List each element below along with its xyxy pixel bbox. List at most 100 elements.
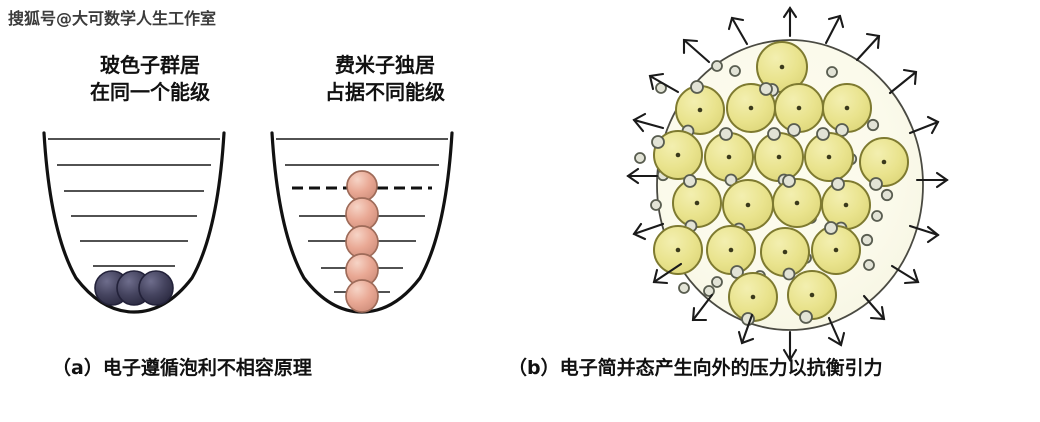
pressure-arrow-icon bbox=[632, 222, 665, 241]
fermion-particle bbox=[345, 279, 379, 313]
nucleus bbox=[728, 272, 778, 326]
free-electron bbox=[729, 65, 741, 77]
nucleus bbox=[653, 225, 703, 275]
pressure-arrow-icon bbox=[626, 167, 659, 185]
pressure-arrow-icon bbox=[727, 16, 749, 46]
pressure-arrow-icon bbox=[652, 262, 683, 285]
free-electron bbox=[650, 199, 662, 211]
nucleus-core-dot bbox=[881, 159, 887, 165]
free-electron bbox=[711, 60, 723, 72]
pressure-arrow-icon bbox=[890, 264, 920, 285]
pressure-arrow-icon bbox=[782, 6, 798, 38]
nucleus-core-dot bbox=[748, 105, 754, 111]
pressure-arrow-icon bbox=[827, 316, 846, 347]
free-electron bbox=[634, 152, 646, 164]
free-electron bbox=[703, 285, 715, 297]
nucleus bbox=[704, 127, 754, 187]
nuclei-group bbox=[651, 41, 909, 326]
free-electron bbox=[678, 282, 690, 294]
nucleus-core-dot bbox=[826, 154, 832, 160]
bound-electron-icon bbox=[831, 177, 845, 191]
pressure-arrow-icon bbox=[691, 293, 714, 322]
nucleus bbox=[811, 221, 861, 275]
nucleus bbox=[754, 127, 804, 187]
nucleus-core-dot bbox=[745, 202, 751, 208]
pressure-arrow-icon bbox=[682, 38, 711, 64]
bound-electron-icon bbox=[816, 127, 830, 141]
bound-electron-icon bbox=[719, 127, 733, 141]
fermion-title-line-1: 费米子独居 bbox=[335, 53, 435, 77]
nucleus-core-dot bbox=[675, 152, 681, 158]
caption-b: （b）电子简并态产生向外的压力以抗衡引力 bbox=[508, 357, 883, 379]
bound-electron-icon bbox=[690, 80, 704, 94]
nucleus-core-dot bbox=[728, 247, 734, 253]
nucleus-core-dot bbox=[844, 105, 850, 111]
nucleus bbox=[672, 174, 722, 233]
nucleus-core-dot bbox=[726, 154, 732, 160]
nucleus-core-dot bbox=[794, 200, 800, 206]
bound-electron-icon bbox=[651, 135, 665, 149]
boson-well-curve bbox=[42, 131, 226, 314]
pressure-arrows bbox=[626, 6, 949, 363]
fermion-particles bbox=[345, 170, 379, 313]
nucleus-core-dot bbox=[782, 249, 788, 255]
pressure-arrow-icon bbox=[632, 112, 665, 133]
nucleus bbox=[822, 83, 872, 137]
bound-electron-icon bbox=[787, 123, 801, 137]
pressure-arrow-icon bbox=[737, 313, 755, 345]
pressure-arrow-icon bbox=[782, 330, 798, 363]
free-electron bbox=[880, 188, 894, 202]
watermark-text: 搜狐号@大可数学人生工作室 bbox=[8, 9, 217, 28]
pressure-arrow-icon bbox=[824, 14, 845, 45]
degenerate-star-diagram bbox=[626, 6, 949, 363]
free-electron bbox=[711, 276, 723, 288]
boson-particle bbox=[138, 270, 174, 306]
nucleus-core-dot bbox=[694, 200, 700, 206]
nucleus-core-dot bbox=[843, 202, 849, 208]
nucleus-core-dot bbox=[697, 107, 703, 113]
bound-electron-icon bbox=[767, 127, 781, 141]
fermion-potential-well bbox=[270, 131, 454, 314]
pressure-arrow-icon bbox=[908, 115, 940, 135]
nucleus-core-dot bbox=[779, 64, 785, 70]
bound-electron-icon bbox=[869, 177, 883, 191]
pressure-arrow-icon bbox=[648, 72, 680, 94]
nucleus bbox=[821, 177, 871, 235]
nucleus-core-dot bbox=[675, 247, 681, 253]
nucleus-core-dot bbox=[796, 105, 802, 111]
nucleus bbox=[706, 225, 756, 279]
caption-a: （a）电子遵循泡利不相容原理 bbox=[52, 357, 312, 379]
nucleus bbox=[787, 270, 837, 324]
pressure-arrow-icon bbox=[862, 294, 886, 321]
boson-title-line-2: 在同一个能级 bbox=[90, 80, 210, 104]
nucleus bbox=[760, 227, 810, 281]
nucleus-core-dot bbox=[809, 292, 815, 298]
nucleus-core-dot bbox=[776, 154, 782, 160]
nucleus bbox=[726, 82, 776, 133]
fermion-panel-title: 费米子独居 占据不同能级 bbox=[290, 52, 480, 106]
boson-title-line-1: 玻色子群居 bbox=[100, 53, 200, 77]
bound-electron-icon bbox=[683, 174, 697, 188]
bound-electron-icon bbox=[759, 82, 773, 96]
pressure-arrow-icon bbox=[888, 68, 918, 95]
nucleus-core-dot bbox=[750, 294, 756, 300]
boson-energy-levels bbox=[48, 138, 220, 267]
bound-electron-icon bbox=[799, 310, 813, 324]
boson-particles bbox=[94, 270, 174, 306]
pressure-arrow-icon bbox=[855, 32, 881, 62]
boson-potential-well bbox=[42, 131, 226, 314]
free-electron bbox=[863, 259, 875, 271]
nucleus bbox=[804, 127, 854, 182]
bound-electron-icon bbox=[782, 174, 796, 188]
free-electron bbox=[866, 118, 880, 132]
pressure-arrow-icon bbox=[908, 224, 940, 244]
nucleus-core-dot bbox=[833, 247, 839, 253]
fermion-particle bbox=[346, 170, 378, 202]
free-electron bbox=[871, 210, 883, 222]
bound-electron-icon bbox=[824, 221, 838, 235]
nucleus bbox=[651, 130, 703, 180]
boson-panel-title: 玻色子群居 在同一个能级 bbox=[55, 52, 245, 106]
nucleus bbox=[772, 174, 822, 228]
